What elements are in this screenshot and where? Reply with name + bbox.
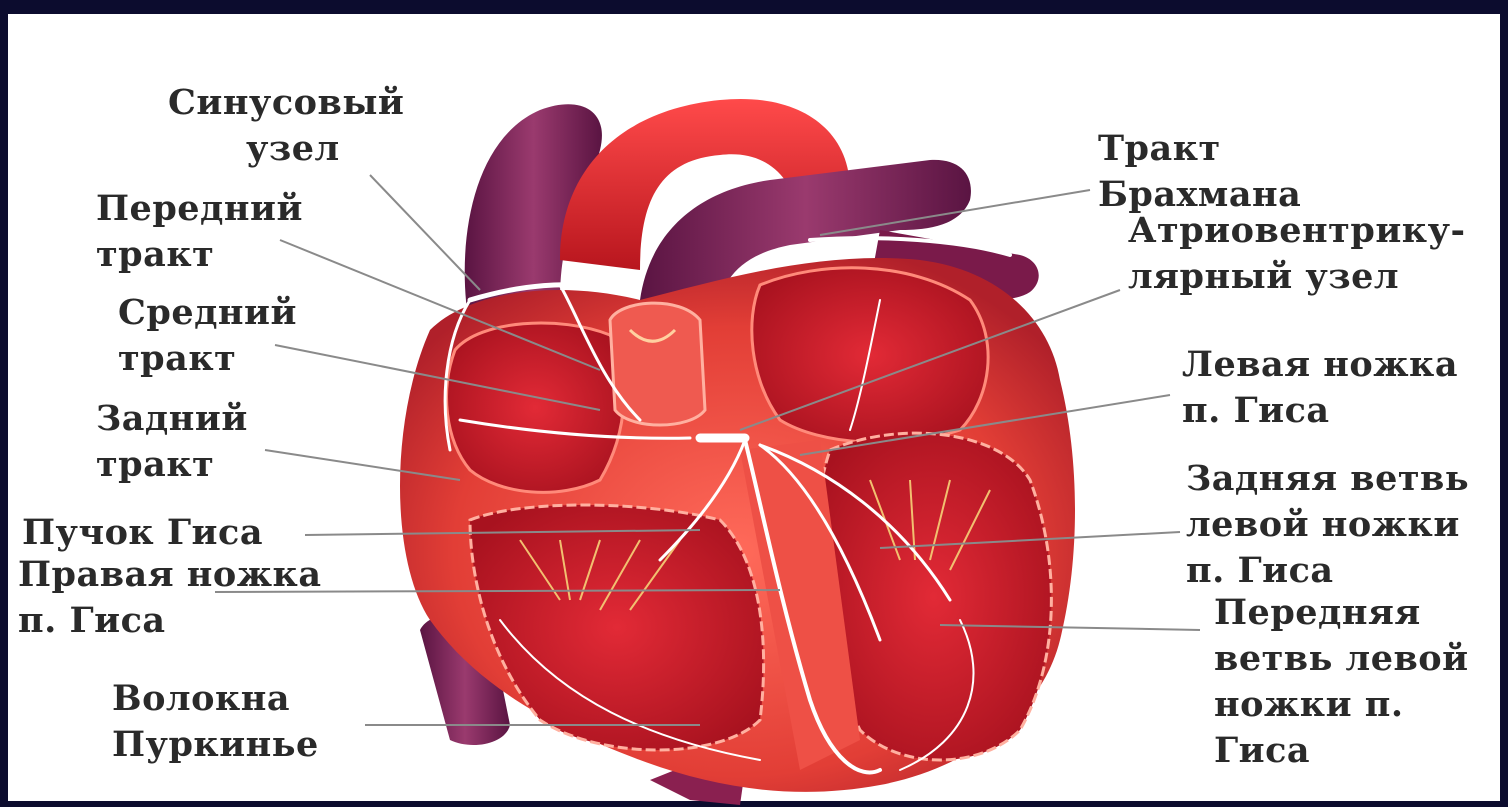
label-anterior-fascicle: Передняя ветвь левой ножки п. Гиса: [1214, 590, 1469, 774]
label-posterior-fascicle: Задняя ветвь левой ножки п. Гиса: [1186, 456, 1469, 594]
label-av-node: Атриовентрику- лярный узел: [1128, 208, 1466, 300]
label-bachmann-tract: Тракт Брахмана: [1098, 126, 1301, 218]
label-posterior-tract: Задний тракт: [96, 396, 248, 488]
label-anterior-tract: Передний тракт: [96, 186, 303, 278]
label-middle-tract: Средний тракт: [118, 290, 297, 382]
label-his-bundle: Пучок Гиса: [22, 510, 263, 556]
label-right-bundle-branch: Правая ножка п. Гиса: [18, 552, 322, 644]
label-left-bundle-branch: Левая ножка п. Гиса: [1182, 342, 1458, 434]
label-sinus-node: Синусовый узел: [168, 80, 404, 172]
label-purkinje-fibers: Волокна Пуркинье: [112, 676, 319, 768]
